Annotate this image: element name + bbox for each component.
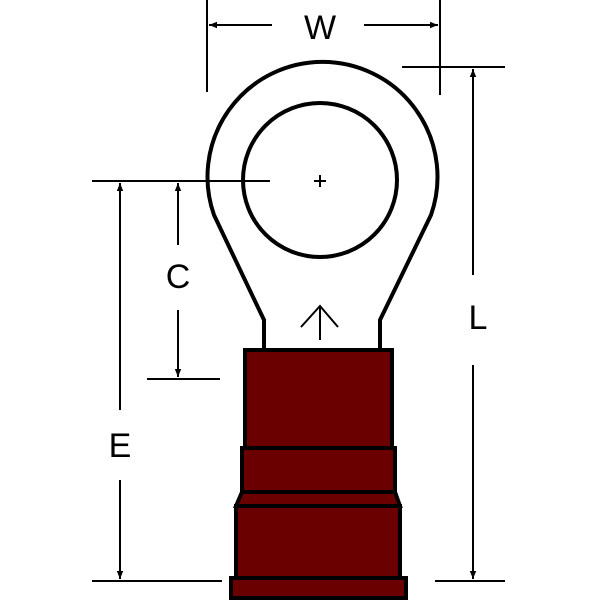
insulation-barrel <box>229 348 408 600</box>
width-label: W <box>304 9 336 47</box>
center-to-end-label: E <box>109 427 132 465</box>
ring-tongue-outline <box>205 59 440 350</box>
center-mark-icon <box>314 175 326 187</box>
center-to-barrel-dimension: C <box>147 183 220 380</box>
length-label: L <box>469 299 488 337</box>
length-dimension: L <box>402 66 505 582</box>
center-to-end-dimension: E <box>92 180 270 582</box>
width-dimension: W <box>206 0 441 95</box>
wire-direction-arrow-icon <box>300 304 339 340</box>
center-to-barrel-label: C <box>166 258 191 296</box>
